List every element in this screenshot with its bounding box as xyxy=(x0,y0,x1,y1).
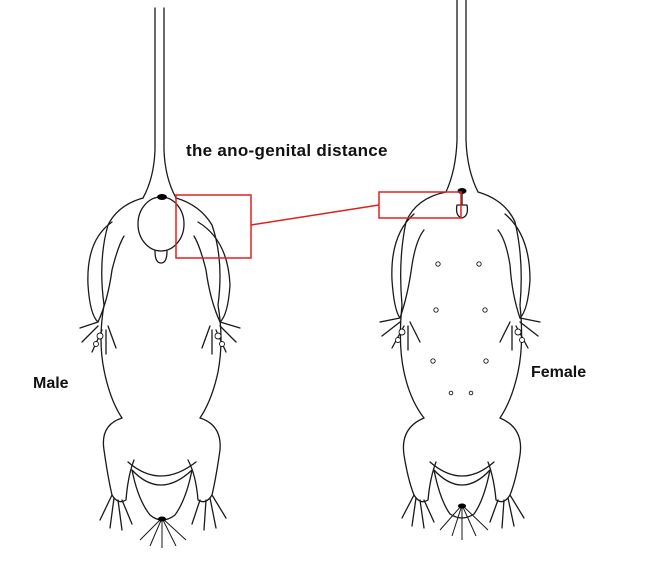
female-right-paw-pad xyxy=(514,328,522,336)
female-nipple xyxy=(430,358,436,364)
male-right-paw xyxy=(201,321,241,355)
male-head xyxy=(127,461,197,521)
female-torso xyxy=(399,191,523,419)
female-anus-mark xyxy=(457,188,467,194)
male-whiskers xyxy=(139,517,187,548)
female-left-paw xyxy=(379,317,421,351)
female-right-paw xyxy=(499,317,541,351)
male-right-hindfoot xyxy=(191,494,227,531)
female-nipple xyxy=(476,261,482,267)
female-whiskers xyxy=(439,504,489,540)
male-tail xyxy=(142,7,177,199)
male-left-hindleg xyxy=(102,417,135,503)
ano-genital-highlight xyxy=(175,191,462,259)
male-left-hindfoot xyxy=(99,494,133,531)
female-left-hindleg xyxy=(402,417,437,503)
male-genital-papilla xyxy=(154,250,168,264)
female-nipple xyxy=(435,261,441,267)
female-nipple xyxy=(433,307,439,313)
female-left-hindfoot xyxy=(401,494,435,529)
female-nipple xyxy=(468,390,474,396)
male-right-paw-pad xyxy=(214,332,222,340)
highlight-connector xyxy=(250,204,380,226)
male-label: Male xyxy=(33,375,69,392)
female-nipple xyxy=(448,390,454,396)
female-genital xyxy=(455,204,469,219)
male-right-hindleg xyxy=(187,417,221,503)
female-left-paw-pad xyxy=(398,328,406,336)
female-right-hindleg xyxy=(487,417,522,503)
female-tail xyxy=(445,0,479,193)
male-mouse xyxy=(79,7,241,548)
female-right-arm xyxy=(497,213,531,319)
female-right-paw-pad xyxy=(519,337,525,343)
female-nipple xyxy=(483,358,489,364)
male-left-paw xyxy=(79,321,117,355)
male-anus-mark xyxy=(157,194,167,200)
female-mouse xyxy=(379,0,541,540)
male-left-arm xyxy=(87,221,125,323)
male-right-paw-pad xyxy=(219,341,225,347)
male-nose xyxy=(158,516,166,522)
male-highlight-box xyxy=(175,194,252,259)
male-left-paw-pad xyxy=(93,341,99,347)
female-left-paw-pad xyxy=(395,337,401,343)
male-torso xyxy=(100,197,222,419)
female-head xyxy=(429,461,495,519)
female-nipple xyxy=(482,307,488,313)
male-left-paw-pad xyxy=(96,332,104,340)
female-highlight-box xyxy=(378,191,462,219)
male-scrotum xyxy=(137,196,185,252)
ano-genital-distance-label: the ano-genital distance xyxy=(186,141,388,160)
female-label: Female xyxy=(531,364,587,381)
female-left-arm xyxy=(391,213,425,319)
female-right-hindfoot xyxy=(489,494,525,529)
female-nose xyxy=(458,503,466,509)
male-right-arm xyxy=(193,221,231,323)
